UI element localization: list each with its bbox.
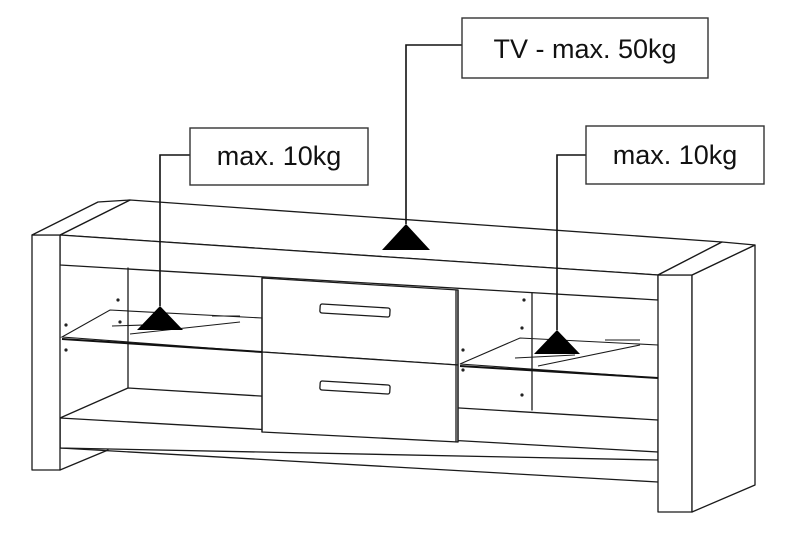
right-shelf-load-marker-triangle <box>534 330 580 354</box>
tv-load-marker-triangle <box>382 224 430 250</box>
right-side-panel <box>657 241 756 513</box>
tv-load-callout: TV - max. 50kg <box>461 17 709 79</box>
leader-lines <box>159 44 586 330</box>
left-shelf-load-callout: max. 10kg <box>189 127 369 186</box>
right-shelf-load-label: max. 10kg <box>613 140 738 170</box>
left-shelf-load-marker-triangle <box>137 306 183 330</box>
right-shelf-load-callout: max. 10kg <box>585 125 765 185</box>
left-shelf-leader-line <box>159 154 190 306</box>
drawer-handle-bottom <box>319 380 391 395</box>
left-shelf-label-box <box>189 127 369 186</box>
right-glass-shelf <box>459 337 659 379</box>
right-shelf-label-box <box>585 125 765 185</box>
back-panel <box>127 267 533 411</box>
load-markers <box>137 224 580 354</box>
left-side-panel <box>31 199 131 471</box>
drawer-handle-top <box>319 303 391 318</box>
right-shelf-leader-line <box>556 154 586 330</box>
tv-load-label: TV - max. 50kg <box>493 34 676 64</box>
tv-leader-line <box>405 44 462 224</box>
left-shelf-load-label: max. 10kg <box>217 141 342 171</box>
shelf-pin-holes <box>64 298 526 397</box>
tv-load-label-box <box>461 17 709 79</box>
drawer-unit <box>261 277 459 443</box>
